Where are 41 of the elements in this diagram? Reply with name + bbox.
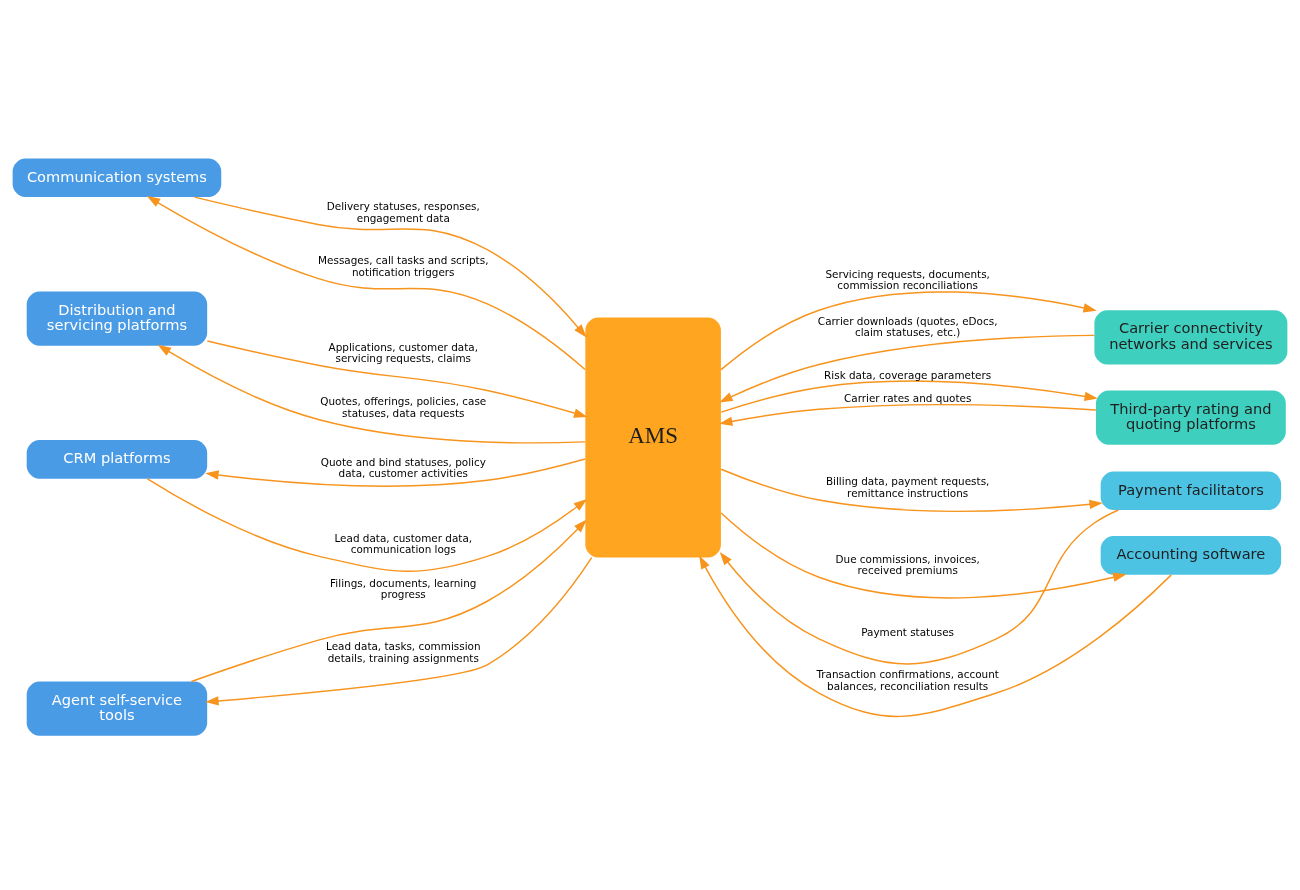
arrow xyxy=(206,340,588,418)
node-box: Agent self-service tools xyxy=(26,681,208,736)
edge-label: Risk data, coverage parameters xyxy=(824,369,992,382)
arrow xyxy=(720,512,1127,599)
node-box: Carrier connectivity networks and services xyxy=(1094,310,1288,365)
node-box: Accounting software xyxy=(1100,536,1282,575)
node-box: Third-party rating and quoting platforms xyxy=(1095,390,1286,445)
node-box: Distribution and servicing platforms xyxy=(26,291,208,346)
arrow xyxy=(190,519,587,683)
node-box: CRM platforms xyxy=(26,440,208,479)
edge-label: Filings, documents, learning progress xyxy=(330,576,477,601)
arrow xyxy=(719,404,1097,426)
arrow xyxy=(205,458,586,487)
edge-label: Quotes, offerings, policies, case statuses, data requests xyxy=(320,395,487,419)
edge-label: Lead data, customer data, communication logs xyxy=(334,531,473,556)
node-box: Payment facilitators xyxy=(1100,471,1282,510)
arrow xyxy=(699,555,1172,718)
arrow xyxy=(719,509,1120,665)
edge-label: Payment statuses xyxy=(861,625,955,638)
edge-label: Quote and bind statuses, policy data, customer activities xyxy=(320,455,486,480)
arrow xyxy=(719,334,1096,403)
edge-label: Applications, customer data, servicing requests, claims xyxy=(328,340,479,365)
edge-label: Carrier rates and quotes xyxy=(844,392,972,405)
arrow xyxy=(205,557,593,706)
arrow xyxy=(146,478,588,572)
edge-label: Transaction confirmations, account balances, reconciliation results xyxy=(816,668,999,692)
edge-label: Billing data, payment requests, remittance instructions xyxy=(825,475,990,499)
edge-label: Delivery statuses, responses, engagement data xyxy=(326,200,480,224)
arrow xyxy=(193,196,587,338)
arrow xyxy=(720,291,1097,371)
edge-label: Messages, call tasks and scripts, notification triggers xyxy=(318,254,489,278)
arrow xyxy=(720,468,1103,512)
edge-label: Due commissions, invoices, received premiums xyxy=(835,552,980,577)
edge-label: Carrier downloads (quotes, eDocs, claim statuses, etc.) xyxy=(817,314,998,339)
node-box: Communication systems xyxy=(12,158,222,198)
edge-label: Lead data, tasks, commission details, training assignments xyxy=(326,640,481,664)
arrow xyxy=(720,380,1098,413)
arrow xyxy=(146,195,586,371)
node-box: AMS xyxy=(585,317,721,558)
edge-label: Servicing requests, documents, commission reconciliations xyxy=(825,267,990,292)
arrow xyxy=(157,344,586,444)
